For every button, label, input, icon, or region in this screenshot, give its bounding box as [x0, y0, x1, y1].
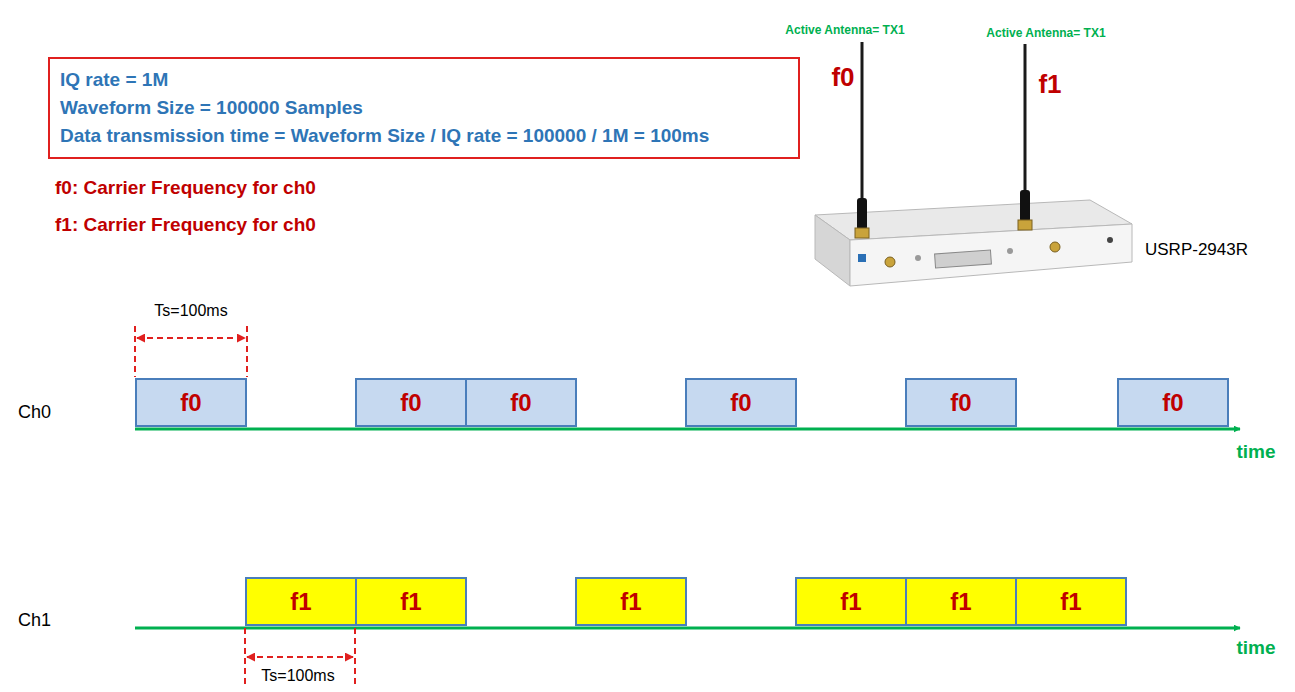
parameter-box-text: IQ rate = 1M: [60, 66, 168, 94]
ch1-burst: f1: [795, 577, 907, 626]
legend-note: f0: Carrier Frequency for ch0: [55, 177, 316, 200]
antenna-label: Active Antenna= TX1: [785, 23, 904, 37]
legend-note: f1: Carrier Frequency for ch0: [55, 214, 316, 237]
time-axis: [135, 428, 1240, 431]
frequency-label: f0: [831, 62, 854, 93]
antenna: [855, 42, 869, 238]
ch0-burst-text: f0: [1162, 389, 1183, 417]
channel-label: Ch0: [18, 402, 51, 424]
ch1-burst-text: f1: [290, 588, 311, 616]
ch1-burst-text: f1: [620, 588, 641, 616]
period-bracket: [135, 326, 247, 377]
ch1-burst-text: f1: [840, 588, 861, 616]
time-axis: [135, 627, 1240, 630]
ch0-burst-text: f0: [510, 389, 531, 417]
frequency-label: f1: [1038, 69, 1061, 100]
parameter-box-text: Data transmission time = Waveform Size /…: [60, 122, 709, 150]
axis-label: time: [1236, 637, 1275, 660]
ch0-burst: f0: [685, 378, 797, 427]
period-bracket: [245, 628, 355, 686]
ch0-burst: f0: [905, 378, 1017, 427]
antenna: [1018, 44, 1032, 230]
ch0-burst: f0: [135, 378, 247, 427]
ch0-burst: f0: [465, 378, 577, 427]
ch0-burst-text: f0: [950, 389, 971, 417]
ch0-burst-text: f0: [400, 389, 421, 417]
device-name: USRP-2943R: [1145, 240, 1248, 260]
ch1-burst-text: f1: [400, 588, 421, 616]
axis-label: time: [1236, 441, 1275, 464]
ch0-burst: f0: [355, 378, 467, 427]
period-label: Ts=100ms: [154, 301, 227, 320]
antenna-label: Active Antenna= TX1: [986, 26, 1105, 40]
ch1-burst: f1: [905, 577, 1017, 626]
ch0-burst-text: f0: [180, 389, 201, 417]
ch1-burst: f1: [245, 577, 357, 626]
parameter-box-text: Waveform Size = 100000 Samples: [60, 94, 363, 122]
ch1-burst-text: f1: [950, 588, 971, 616]
ch1-burst: f1: [1015, 577, 1127, 626]
ch1-burst: f1: [355, 577, 467, 626]
ch0-burst-text: f0: [730, 389, 751, 417]
ch0-burst: f0: [1117, 378, 1229, 427]
channel-label: Ch1: [18, 610, 51, 632]
parameter-box: IQ rate = 1MWaveform Size = 100000 Sampl…: [48, 57, 800, 159]
period-label: Ts=100ms: [261, 666, 334, 685]
ch1-burst: f1: [575, 577, 687, 626]
ch1-burst-text: f1: [1060, 588, 1081, 616]
